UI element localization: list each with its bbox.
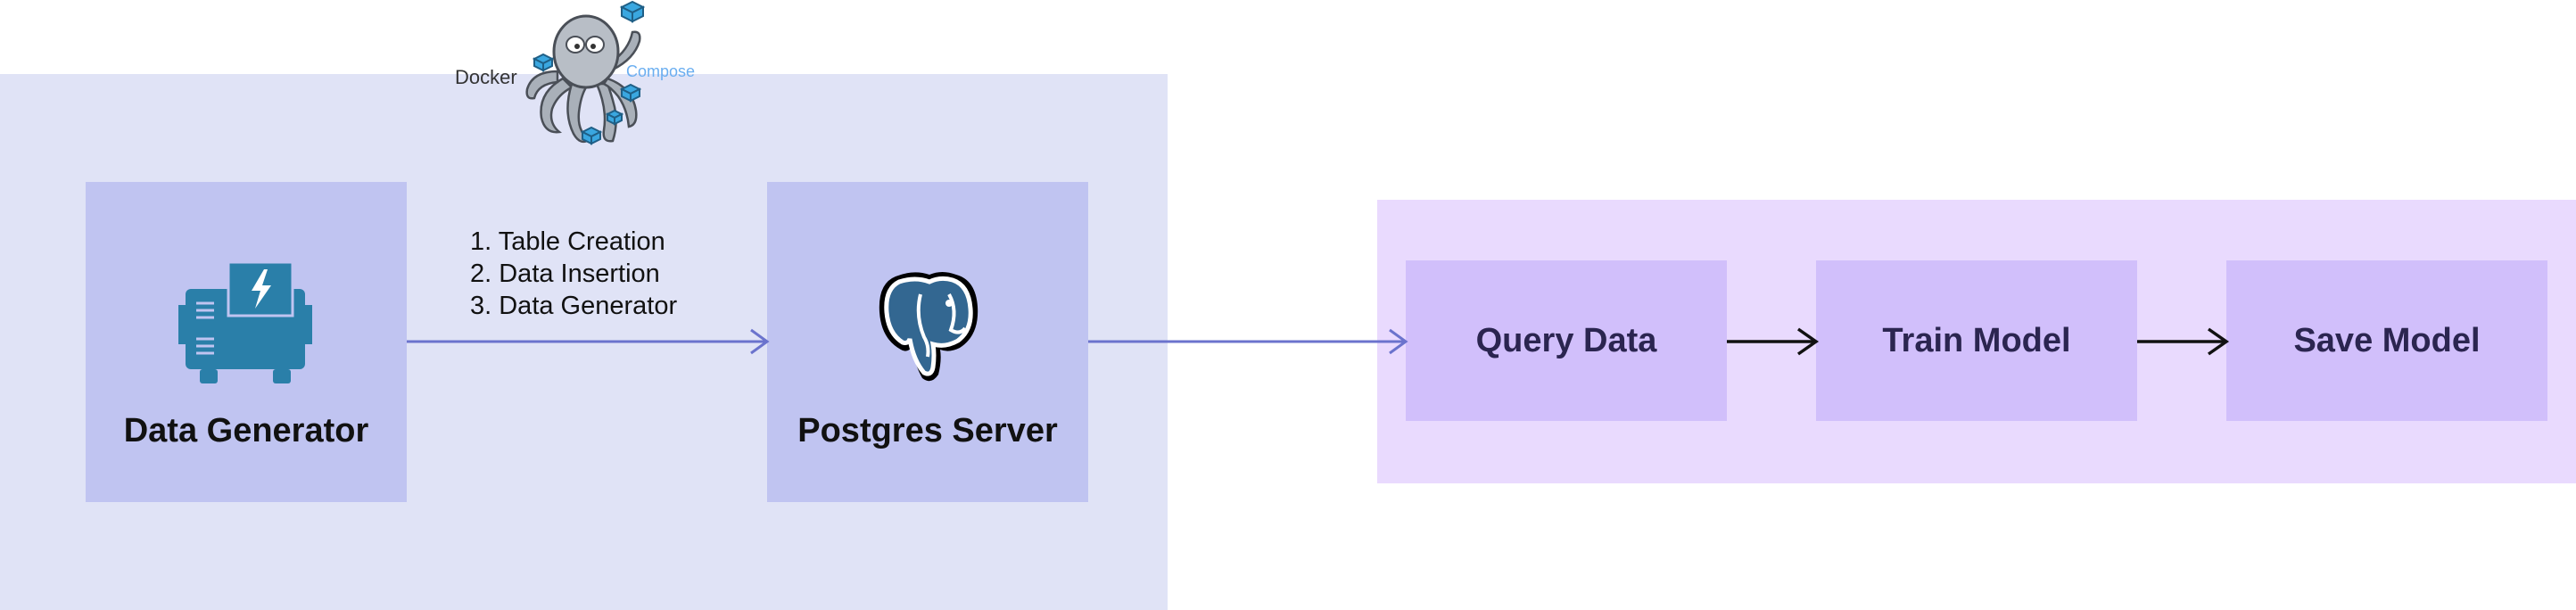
edge-postgres-to-query xyxy=(1088,328,1408,355)
postgres-server-label: Postgres Server xyxy=(797,412,1058,449)
docker-compose-logo: Docker xyxy=(450,0,709,152)
edge-label-steps: 1. Table Creation 2. Data Insertion 3. D… xyxy=(470,226,755,322)
postgresql-elephant-icon xyxy=(874,268,983,383)
edge-train-to-save xyxy=(2137,327,2230,356)
data-generator-icon xyxy=(178,260,312,389)
docker-word: Docker xyxy=(455,66,517,88)
octopus-logo-icon xyxy=(522,0,647,152)
query-data-step: Query Data xyxy=(1406,260,1727,421)
postgres-server-node: Postgres Server xyxy=(767,182,1088,502)
save-model-step: Save Model xyxy=(2226,260,2547,421)
data-generator-label: Data Generator xyxy=(123,412,369,449)
edge-step-item: 1. Table Creation xyxy=(470,227,665,256)
data-generator-node: Data Generator xyxy=(86,182,407,502)
edge-generator-to-postgres xyxy=(407,328,770,355)
train-model-step: Train Model xyxy=(1816,260,2137,421)
edge-query-to-train xyxy=(1727,327,1820,356)
edge-step-item: 3. Data Generator xyxy=(470,292,678,320)
edge-step-item: 2. Data Insertion xyxy=(470,260,660,288)
compose-word: Compose xyxy=(626,62,696,80)
